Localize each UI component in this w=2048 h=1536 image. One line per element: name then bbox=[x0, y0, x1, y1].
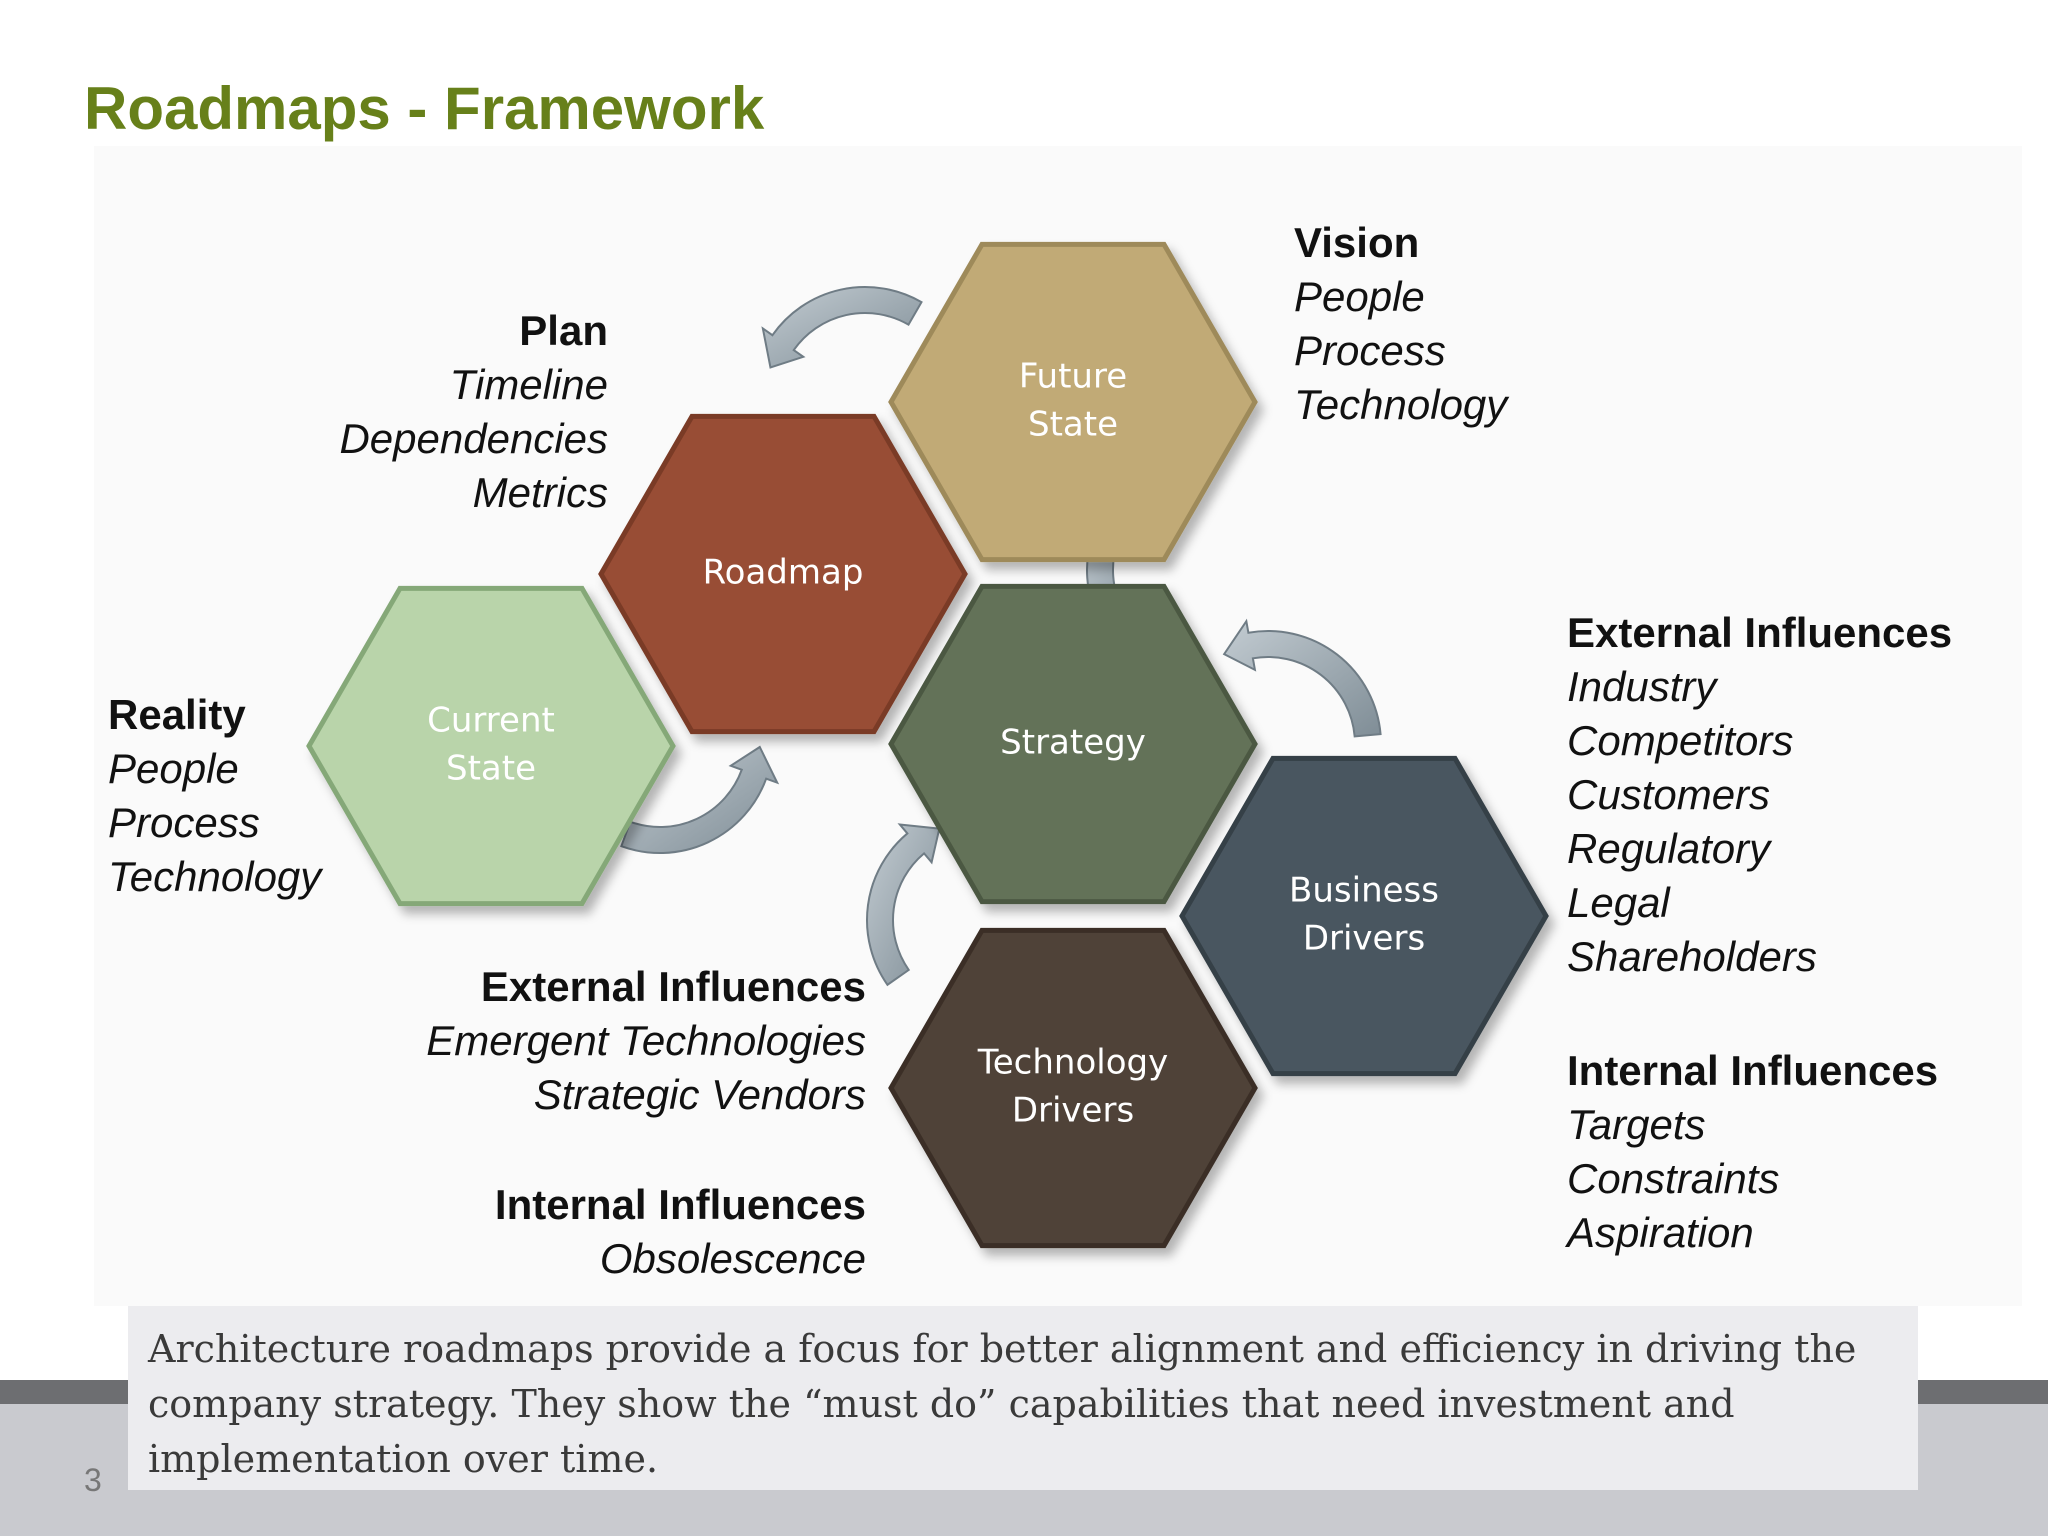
hexagon-label: Business bbox=[1289, 871, 1439, 911]
vision-item: Process bbox=[1294, 327, 1446, 374]
hexagon-label: Technology bbox=[977, 1043, 1168, 1083]
hexagon-label: Roadmap bbox=[703, 553, 864, 593]
hexagon-roadmap: Roadmap bbox=[598, 413, 968, 735]
hexagon-shape bbox=[306, 585, 676, 907]
hexagon-label: Drivers bbox=[1303, 919, 1425, 959]
external-influences-heading: External Influences bbox=[1567, 609, 1953, 656]
external-influence-item: Strategic Vendors bbox=[533, 1071, 866, 1118]
hexagon-shape bbox=[888, 241, 1258, 563]
internal-influences-heading: Internal Influences bbox=[494, 1181, 866, 1228]
internal-influences-heading: Internal Influences bbox=[1567, 1047, 1939, 1094]
page-number: 3 bbox=[84, 1462, 102, 1498]
external-influences-right-group: External Influences Industry Competitors… bbox=[1567, 606, 1952, 984]
cycle-arrow-icon bbox=[866, 823, 941, 987]
plan-item: Metrics bbox=[472, 469, 608, 516]
vision-item: People bbox=[1294, 273, 1425, 320]
hexagon-label: Strategy bbox=[1000, 723, 1146, 763]
vision-heading: Vision bbox=[1294, 219, 1420, 266]
internal-influence-item: Targets bbox=[1567, 1101, 1706, 1148]
cycle-arrow-icon bbox=[761, 286, 923, 369]
plan-label-group: Plan Timeline Dependencies Metrics bbox=[339, 304, 608, 520]
hexagon-strategy: Strategy bbox=[888, 583, 1258, 905]
reality-heading: Reality bbox=[108, 691, 246, 738]
hexagon-label: Drivers bbox=[1012, 1091, 1134, 1131]
cycle-arrow-icon bbox=[1222, 618, 1382, 738]
plan-item: Dependencies bbox=[339, 415, 608, 462]
cycle-arrow-icon bbox=[620, 745, 780, 854]
plan-heading: Plan bbox=[519, 307, 608, 354]
hexagon-label: State bbox=[1028, 405, 1118, 445]
internal-influence-item: Obsolescence bbox=[599, 1235, 866, 1282]
framework-diagram: FutureStateRoadmapCurrentStateStrategyBu… bbox=[306, 241, 1549, 1249]
reality-item: People bbox=[108, 745, 239, 792]
plan-item: Timeline bbox=[449, 361, 608, 408]
reality-item: Process bbox=[108, 799, 260, 846]
caption-text: Architecture roadmaps provide a focus fo… bbox=[148, 1327, 1857, 1481]
reality-item: Technology bbox=[108, 853, 322, 900]
external-influence-item: Customers bbox=[1567, 771, 1771, 818]
internal-influence-item: Constraints bbox=[1567, 1155, 1780, 1202]
external-influence-item: Shareholders bbox=[1567, 933, 1817, 980]
external-influence-item: Industry bbox=[1567, 663, 1717, 710]
external-influence-item: Regulatory bbox=[1567, 825, 1771, 872]
hexagon-label: Current bbox=[427, 701, 555, 741]
internal-influences-right-group: Internal Influences Targets Constraints … bbox=[1567, 1044, 1938, 1260]
hexagon-label: State bbox=[446, 749, 536, 789]
external-influence-item: Legal bbox=[1567, 879, 1670, 926]
hexagon-label: Future bbox=[1019, 357, 1127, 397]
vision-label-group: Vision People Process Technology bbox=[1294, 216, 1507, 432]
external-influences-heading: External Influences bbox=[480, 963, 866, 1010]
slide-title: Roadmaps - Framework bbox=[84, 75, 765, 142]
vision-item: Technology bbox=[1294, 381, 1508, 428]
reality-label-group: Reality People Process Technology bbox=[108, 688, 321, 904]
external-influence-item: Competitors bbox=[1567, 717, 1794, 764]
caption-box: Architecture roadmaps provide a focus fo… bbox=[128, 1306, 1918, 1490]
internal-influence-item: Aspiration bbox=[1567, 1209, 1754, 1256]
internal-influences-left-group: Internal Influences Obsolescence bbox=[495, 1178, 866, 1286]
hexagon-shape bbox=[1179, 755, 1549, 1077]
external-influence-item: Emergent Technologies bbox=[426, 1017, 866, 1064]
hexagon-cluster: FutureStateRoadmapCurrentStateStrategyBu… bbox=[306, 241, 1549, 1249]
hexagon-shape bbox=[888, 583, 1258, 905]
hexagon-shape bbox=[598, 413, 968, 735]
external-influences-left-group: External Influences Emergent Technologie… bbox=[426, 960, 866, 1122]
hexagon-shape bbox=[888, 927, 1258, 1249]
